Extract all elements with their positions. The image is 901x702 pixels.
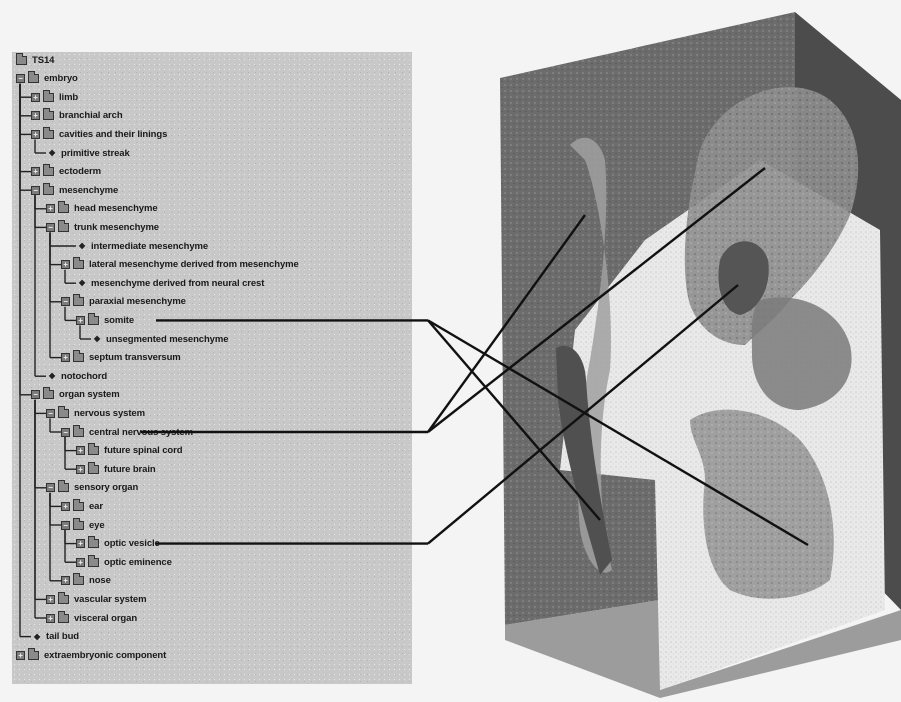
embryo-3d-section-render bbox=[0, 0, 901, 702]
